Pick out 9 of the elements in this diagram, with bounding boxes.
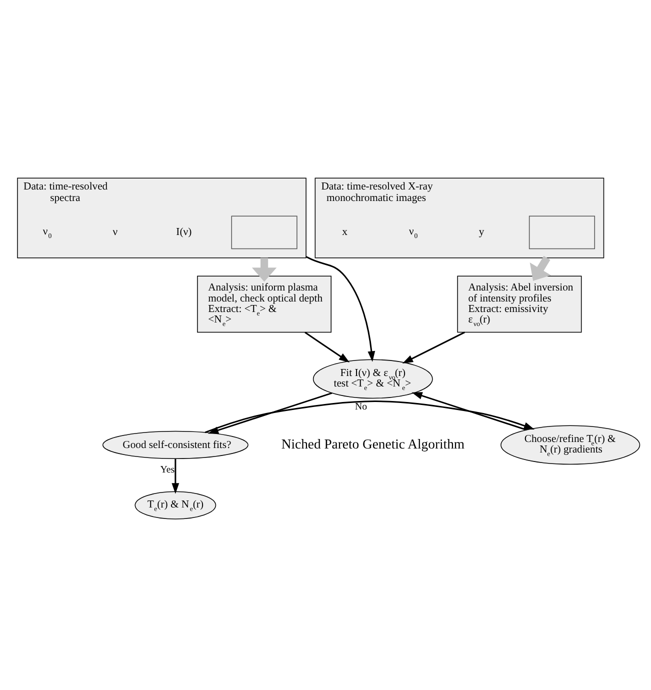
label: I(ν) (176, 226, 192, 238)
label: ν$_{0}$ (42, 226, 52, 240)
label: ν$_{0}$ (408, 226, 418, 240)
edge-label: No (355, 400, 368, 412)
label: Niched Pareto Genetic Algorithm (281, 436, 465, 451)
label: ν (112, 226, 118, 238)
edge-label: Yes (160, 464, 175, 475)
label: x (342, 226, 348, 238)
label: y (478, 226, 484, 238)
